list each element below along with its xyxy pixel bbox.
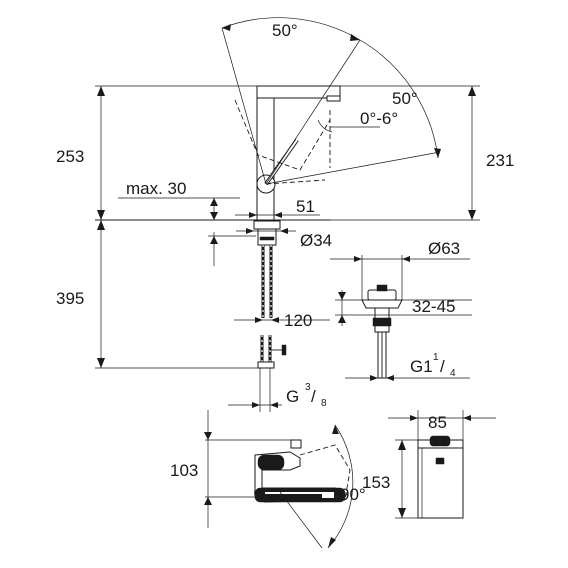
- label-side-depth: 85: [428, 413, 447, 432]
- arrow-arc-right-bottom: [434, 148, 441, 158]
- arrow-395-bottom: [97, 358, 105, 368]
- side-handle: [429, 435, 451, 447]
- label-side-height: 153: [362, 473, 390, 492]
- label-thread-main-slash: /: [311, 387, 316, 406]
- mounting-nut: [253, 220, 281, 230]
- arrow-plan-arc-top: [332, 425, 339, 434]
- arrow-103-top: [204, 432, 212, 440]
- under-deck-view: [95, 220, 330, 412]
- side-body: [417, 439, 464, 519]
- label-waste-thread-slash: /: [440, 357, 445, 376]
- arrow-plan-arc-bottom: [328, 537, 336, 548]
- plan-spout-base: [254, 487, 346, 503]
- angle-ray-2: [265, 39, 361, 185]
- arrow-arc-top-right: [350, 34, 360, 41]
- label-thread-main-num: 3: [305, 382, 311, 393]
- label-waste-thread-den: 4: [450, 368, 456, 379]
- arrow-g38-right: [270, 402, 278, 408]
- label-height-total: 253: [56, 147, 84, 166]
- label-waste-diameter: Ø63: [428, 239, 460, 258]
- arrow-85-right: [463, 415, 471, 421]
- hose-connectors: [257, 335, 287, 369]
- popup-flange: [361, 299, 403, 309]
- plan-spout-tip: [322, 492, 334, 498]
- arrow-253-top: [97, 86, 105, 96]
- label-waste-range: 32-45: [412, 297, 455, 316]
- arrow-63-left: [354, 256, 362, 262]
- arrow-51-left: [249, 212, 257, 218]
- label-angle-right: 50°: [392, 89, 418, 108]
- arrow-63-right: [402, 256, 410, 262]
- side-indicator: [435, 457, 445, 465]
- label-spout-offset: 51: [296, 197, 315, 216]
- label-max-thickness: max. 30: [126, 179, 186, 198]
- angle-ray-3: [265, 151, 441, 185]
- label-angle-top: 50°: [272, 21, 298, 40]
- arrow-120-left: [255, 317, 263, 323]
- arrow-max30-bottom: [210, 212, 218, 220]
- arrow-51-right: [274, 212, 282, 218]
- label-plan-width: 103: [170, 461, 198, 480]
- label-thread-main: G: [286, 387, 299, 406]
- arrow-253-bottom: [97, 210, 105, 220]
- arrow-231-bottom: [468, 210, 476, 220]
- popup-cap: [367, 289, 397, 301]
- plan-handle: [257, 454, 285, 471]
- arrow-arc-top-left: [222, 24, 231, 31]
- label-thread-main-den: 8: [321, 398, 327, 409]
- arrow-85-left: [410, 415, 418, 421]
- faucet-body: [256, 85, 275, 221]
- arrow-231-top: [468, 86, 476, 96]
- arrow-153-top: [398, 440, 406, 450]
- tilt-arc: [317, 119, 333, 133]
- arrow-max30-top: [210, 198, 218, 206]
- arrow-103-bottom: [204, 497, 212, 505]
- arrow-34-right: [280, 228, 288, 234]
- arrow-g38-left: [252, 402, 260, 408]
- arrow-395-top: [97, 220, 105, 230]
- label-waste-thread-num: 1: [433, 352, 439, 363]
- arrow-shank-top: [210, 236, 218, 244]
- spout-swing-dashed: [234, 99, 331, 171]
- label-waste-thread: G1: [410, 357, 433, 376]
- label-height-spout: 231: [486, 151, 514, 170]
- waste-nut: [372, 317, 392, 327]
- faucet-plan-view: [204, 410, 354, 549]
- label-shank-diameter: Ø34: [300, 231, 332, 250]
- angle-arc-right: [359, 39, 439, 159]
- faucet-side-view: [388, 410, 496, 519]
- arrow-153-bottom: [398, 508, 406, 518]
- spout-outlet: [326, 95, 341, 102]
- label-hose-length: 120: [284, 311, 312, 330]
- plan-top-spout: [290, 439, 302, 449]
- arrow-g114-left: [370, 375, 378, 381]
- faucet-spout: [256, 85, 341, 99]
- plan-swing-dashed: [299, 444, 351, 501]
- popup-knob: [376, 284, 388, 292]
- label-tilt: 0°-6°: [360, 109, 398, 128]
- label-plan-angle: 90°: [340, 485, 366, 504]
- angle-ray-1: [221, 27, 267, 185]
- faucet-elevation-view: [95, 17, 480, 221]
- arrow-120-right: [271, 317, 279, 323]
- angle-arc-top: [221, 17, 361, 41]
- arrow-34-left: [246, 228, 254, 234]
- plan-angle-arc: [327, 424, 354, 549]
- plan-angle-ray: [279, 491, 323, 549]
- handle-swing-dashed: [265, 179, 326, 185]
- shank-collar: [259, 236, 275, 241]
- arrow-3245-bottom: [338, 315, 346, 323]
- arrow-g114-right: [386, 375, 394, 381]
- label-under-deck: 395: [56, 289, 84, 308]
- arrow-3245-top: [338, 292, 346, 300]
- waste-popup-view: [330, 255, 472, 381]
- plan-spout-highlight: [265, 492, 325, 494]
